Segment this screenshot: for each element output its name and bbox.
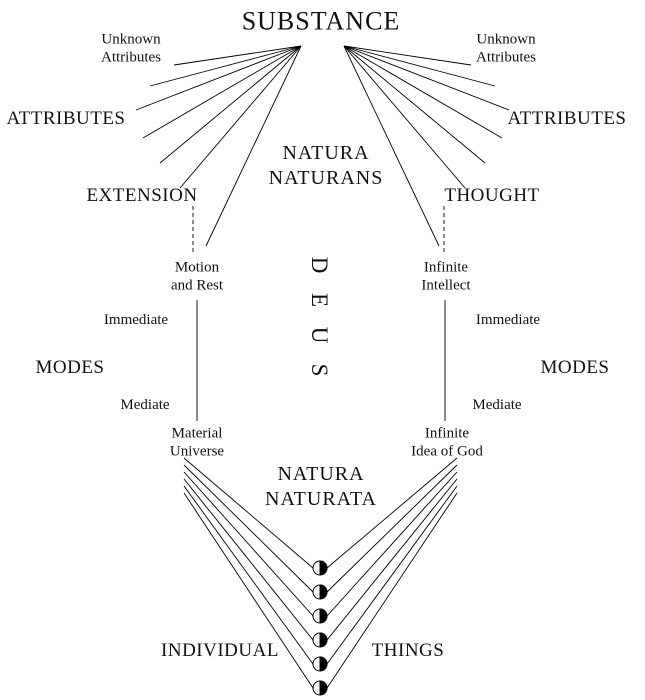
deus-letter-d: D [307, 256, 332, 274]
immediate-right-label: Immediate [475, 312, 541, 329]
mediate-left-label: Mediate [120, 397, 170, 414]
natura-naturans-label: NATURA NATURANS [269, 141, 384, 191]
infinite-intellect-line1: Infinite [423, 259, 469, 276]
mediate-right-label: Mediate [472, 397, 522, 414]
bottom-left-fan [183, 457, 314, 689]
attributes-right-label: ATTRIBUTES [507, 107, 627, 129]
things-label: THINGS [371, 639, 445, 661]
deus-letter-u: U [307, 326, 332, 344]
natura-naturata-line2: NATURATA [265, 488, 377, 510]
unknown-attributes-left-label: Unknown Attributes [101, 31, 161, 66]
infinite-idea-of-god-line1: Infinite [424, 425, 470, 442]
bottom-right-fan [326, 457, 458, 689]
natura-naturans-line2: NATURANS [268, 167, 384, 189]
right-attribute-fan [343, 45, 510, 247]
deus-letter-e: E [307, 292, 332, 308]
mode-lines [196, 300, 446, 421]
modes-right-label: MODES [540, 356, 610, 378]
individual-label: INDIVIDUAL [161, 639, 279, 661]
attributes-left-label: ATTRIBUTES [6, 107, 126, 129]
unknown-attributes-right-line1: Unknown [476, 31, 536, 48]
natura-naturata-line1: NATURA [277, 463, 365, 485]
extension-label: EXTENSION [86, 184, 198, 206]
motion-and-rest-line2: and Rest [170, 277, 224, 293]
material-universe-label: Material Universe [170, 425, 224, 460]
substance-label: SUBSTANCE [241, 6, 401, 36]
unknown-attributes-right-label: Unknown Attributes [476, 31, 536, 66]
thought-label: THOUGHT [444, 184, 540, 206]
individual-things-markers [312, 560, 328, 696]
deus-letter-s: S [307, 363, 332, 377]
dashed-connectors [192, 206, 445, 252]
immediate-left-label: Immediate [103, 312, 169, 329]
infinite-intellect-line2: Intellect [421, 277, 471, 293]
material-universe-line2: Universe [169, 443, 225, 459]
unknown-attributes-right-line2: Attributes [476, 49, 536, 65]
infinite-intellect-label: Infinite Intellect [421, 259, 470, 294]
unknown-attributes-left-line2: Attributes [101, 49, 161, 65]
infinite-idea-of-god-line2: Idea of God [411, 443, 483, 459]
motion-and-rest-label: Motion and Rest [171, 259, 223, 294]
natura-naturata-label: NATURA NATURATA [265, 462, 377, 512]
unknown-attributes-left-line1: Unknown [101, 31, 161, 48]
natura-naturans-line1: NATURA [282, 142, 370, 164]
material-universe-line1: Material [171, 425, 223, 442]
motion-and-rest-line1: Motion [174, 259, 220, 276]
infinite-idea-of-god-label: Infinite Idea of God [411, 425, 483, 460]
modes-left-label: MODES [35, 356, 105, 378]
left-attribute-fan [135, 45, 302, 247]
